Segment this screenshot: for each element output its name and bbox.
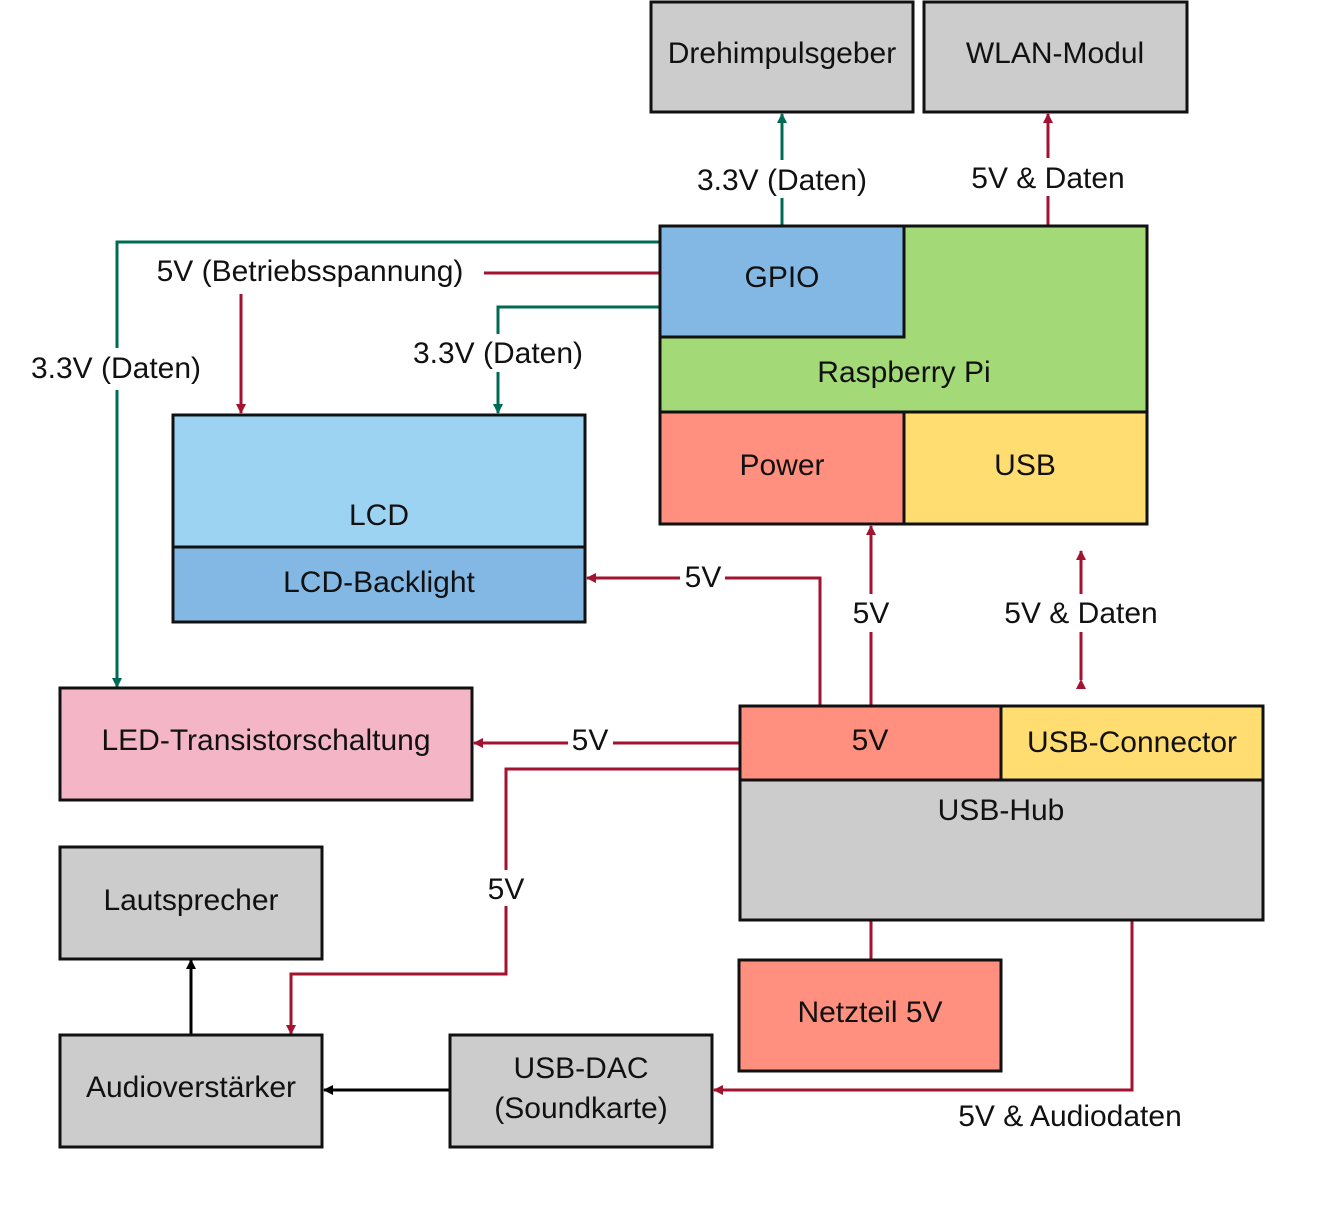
lautsprecher-box [58,845,324,961]
gpio-to-lcd-data-line [493,305,660,414]
lcd-label: LCD [349,499,409,532]
audio-5v-label: 5V [488,873,525,906]
usb-hub-label: USB-Hub [938,794,1065,827]
audioverstaerker-label: Audioverstärker [86,1071,296,1104]
gpio-to-led-data-line [112,240,660,688]
usb-connector-box [999,704,1265,782]
backlight-5v-label: 5V [685,561,722,594]
netzteil-label: Netzteil 5V [797,996,942,1029]
usb-box [902,410,1149,526]
audioverstaerker-box [58,1033,324,1149]
lcd-daten-label: 3.3V (Daten) [413,337,583,370]
lcd-backlight-label: LCD-Backlight [283,566,475,599]
lautsprecher-label: Lautsprecher [103,884,278,917]
led-5v-label: 5V [572,724,609,757]
gpio-drehimpuls-label: 3.3V (Daten) [697,164,867,197]
led-box [58,686,474,802]
usb-wlan-label: 5V & Daten [971,162,1124,195]
wlan-label: WLAN-Modul [966,37,1144,70]
usb-connector-label: USB-Connector [1027,726,1237,759]
wlan-box [922,0,1189,114]
drehimpulsgeber-box [649,0,915,114]
usb-daten-label: 5V & Daten [1004,597,1157,630]
usb-dac-label-line2: (Soundkarte) [494,1092,667,1125]
hub-5v-box [738,704,1003,782]
hub-5v-label: 5V [852,724,889,757]
hub-to-audio-amp-line [286,767,740,1035]
raspberry-pi-label: Raspberry Pi [817,356,990,389]
betriebsspannung-label: 5V (Betriebsspannung) [157,255,464,288]
lcd-box [171,413,587,549]
usb-dac-box [448,1033,714,1149]
lcd-backlight-box [171,545,587,624]
audiodaten-label: 5V & Audiodaten [958,1100,1182,1133]
led-label: LED-Transistorschaltung [101,724,430,757]
netzteil-box [737,958,1003,1073]
gpio-label: GPIO [744,261,819,294]
drehimpulsgeber-label: Drehimpulsgeber [668,37,896,70]
usb-label: USB [994,449,1056,482]
led-daten-label: 3.3V (Daten) [31,352,201,385]
usb-dac-label-line1: USB-DAC [513,1052,648,1085]
power-5v-label: 5V [853,597,890,630]
gpio-box [658,224,906,339]
power-label: Power [739,449,824,482]
hub-to-backlight-line [586,573,822,706]
